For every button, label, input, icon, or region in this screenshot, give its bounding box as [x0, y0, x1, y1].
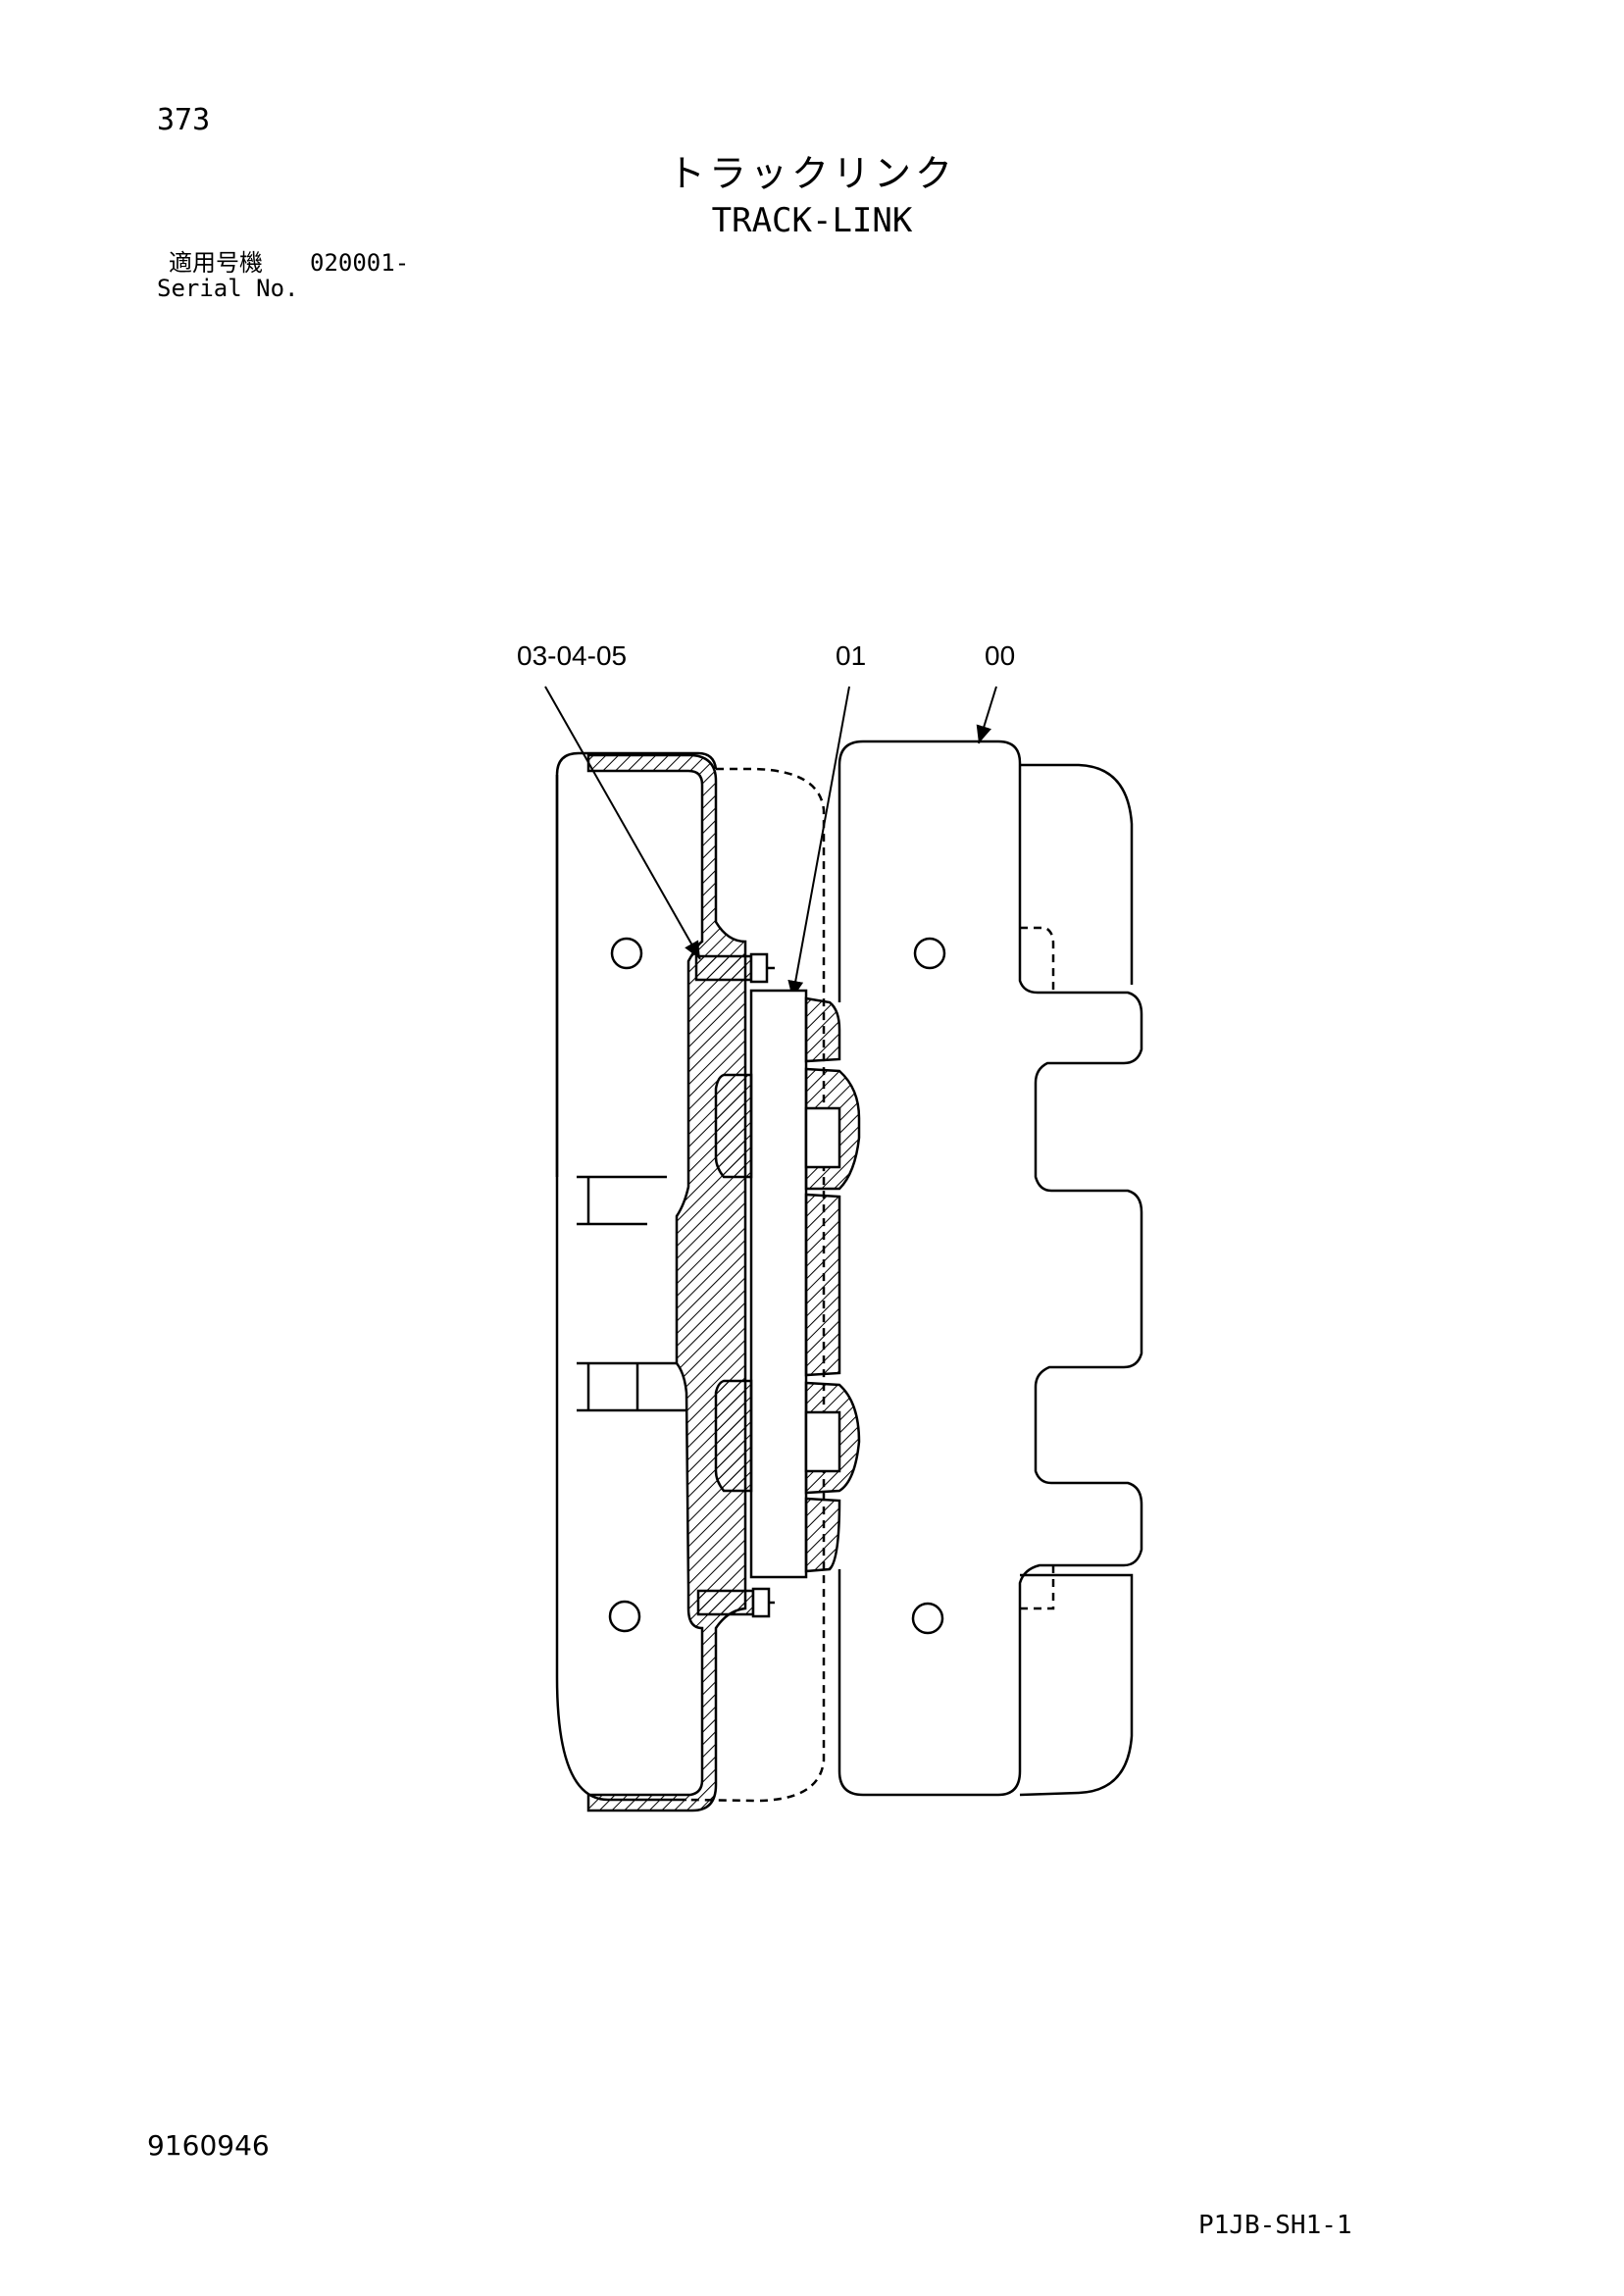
bolt-upper: [694, 952, 775, 984]
callout-label-track-link: 00: [985, 640, 1015, 671]
page-title-japanese: トラックリンク: [667, 152, 956, 195]
callout-label-bolt: 03-04-05: [517, 640, 627, 671]
left-link-section: [586, 753, 747, 1812]
right-link-hole-lower: [911, 1602, 944, 1635]
pin-bushing: [749, 989, 808, 1579]
page-title-english: TRACK-LINK: [711, 201, 913, 240]
left-link-hole-lower: [608, 1600, 641, 1633]
serial-value: 020001-: [310, 249, 410, 277]
document-number: 9160946: [147, 2129, 270, 2162]
right-link-outline: [837, 740, 1143, 1797]
bolt-lower: [696, 1587, 775, 1618]
callout-label-link-part: 01: [836, 640, 866, 671]
sheet-code: P1JB-SH1-1: [1198, 2211, 1352, 2240]
leader-line-link-part: [787, 686, 850, 999]
serial-label-japanese: 適用号機: [169, 249, 263, 277]
left-link-hole-upper: [610, 937, 643, 970]
serial-label-english: Serial No.: [157, 275, 299, 302]
page-number: 373: [157, 103, 211, 137]
right-link-hole-upper: [913, 937, 946, 970]
leader-line-bolt: [544, 686, 701, 960]
leader-line-track-link: [976, 686, 997, 744]
